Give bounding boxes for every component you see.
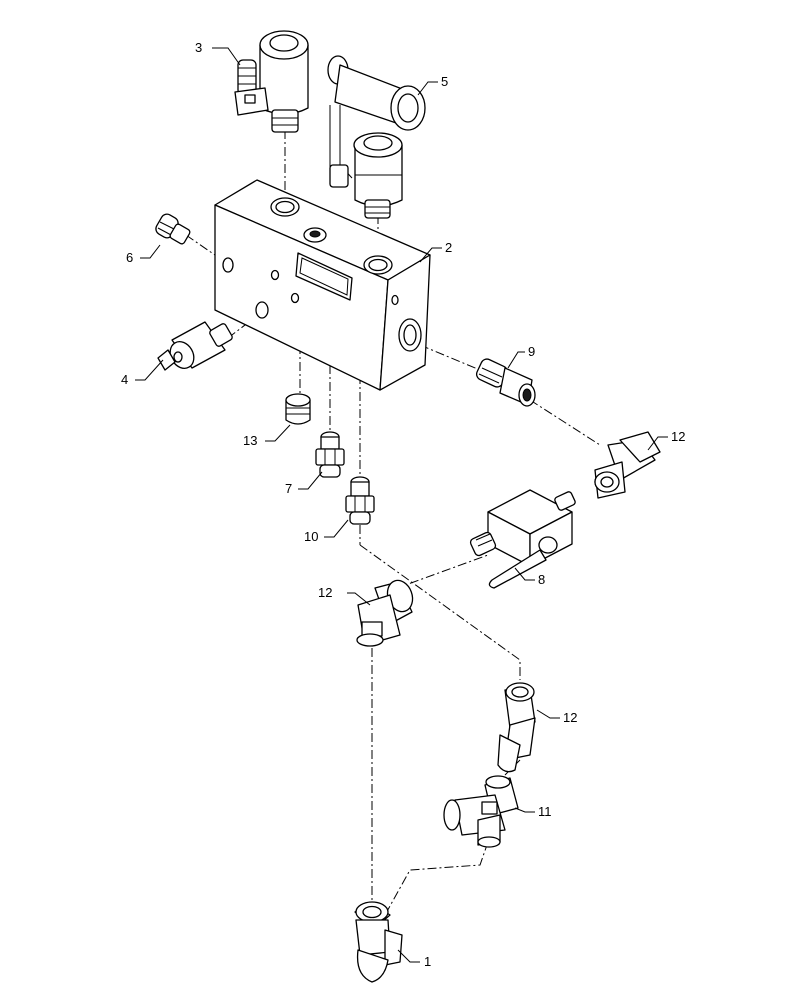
elbow-part-12-upper [594, 431, 661, 499]
elbow-part-12-lower [497, 682, 536, 773]
tee-part-11 [443, 775, 519, 848]
fitting-part-10 [345, 476, 375, 525]
callout-11: 11 [538, 804, 552, 819]
callout-1: 1 [424, 954, 431, 969]
callout-8: 7 [285, 481, 292, 496]
callout-labels: 3 5 2 6 4 9 12 13 7 10 8 12 12 11 1 [121, 40, 685, 969]
swivel-elbow-part-1 [354, 901, 403, 983]
callout-9: 9 [528, 344, 535, 359]
valve-block-part-2 [214, 179, 431, 391]
callout-7: 6 [126, 250, 133, 265]
solenoid-valve-part-3 [234, 30, 309, 133]
callout-10: 10 [304, 529, 318, 544]
callout-5: 5 [441, 74, 448, 89]
fitting-part-7 [155, 213, 191, 245]
callout-2: 2 [445, 240, 452, 255]
elbow-part-12-middle [356, 579, 414, 647]
callout-4: 4 [121, 372, 128, 387]
fitting-part-8 [315, 431, 345, 478]
adapter-part-9 [475, 358, 536, 407]
callout-12-upper: 12 [671, 429, 685, 444]
ball-valve-part-6 [469, 489, 576, 589]
leader-lines [135, 47, 668, 963]
plug-part-13 [285, 393, 311, 425]
callout-12-lower: 12 [563, 710, 577, 725]
hand-pump-part-5 [327, 55, 426, 219]
callout-3: 3 [195, 40, 202, 55]
assembly-centerlines [185, 130, 601, 916]
callout-6: 8 [538, 572, 545, 587]
callout-12-middle: 12 [318, 585, 332, 600]
pressure-switch-part-4 [157, 321, 233, 371]
callout-13: 13 [243, 433, 257, 448]
